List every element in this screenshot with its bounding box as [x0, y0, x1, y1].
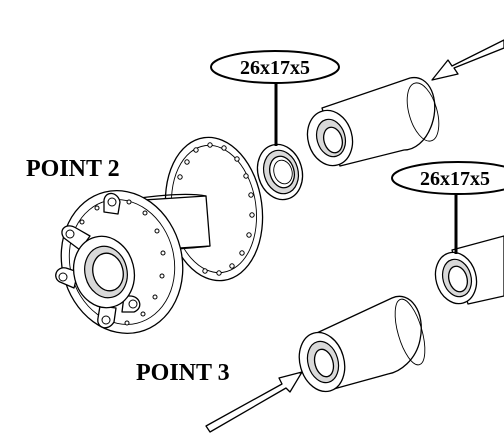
bearing-size-callout-right: 26x17x5	[391, 161, 504, 195]
rotor-mount	[55, 192, 141, 329]
point-2-label: POINT 2	[26, 156, 120, 182]
arrow-icon	[431, 39, 504, 81]
bearing-size-callout-left: 26x17x5	[210, 50, 340, 84]
axle-sleeve-lower	[298, 295, 426, 393]
hub-body	[55, 136, 264, 335]
bearing-right	[434, 235, 504, 305]
axle-sleeve-upper	[306, 77, 440, 167]
point-3-label: POINT 3	[136, 360, 230, 386]
bearing-size-label-left: 26x17x5	[240, 57, 310, 79]
arrow-icon	[205, 371, 303, 433]
bearing-size-label-right: 26x17x5	[420, 168, 490, 190]
flange-spoke-holes	[177, 142, 255, 276]
bearing-left	[256, 143, 304, 201]
